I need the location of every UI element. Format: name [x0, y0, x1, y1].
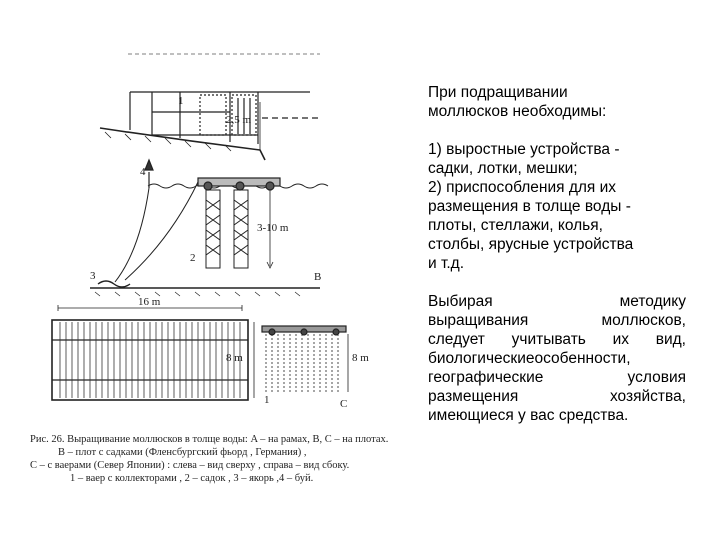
label-c-width: 16 m [138, 296, 161, 308]
label-c-depth-left: 8 m [226, 352, 243, 364]
intro-paragraph: При подращивании моллюсков необходимы: [428, 83, 686, 121]
closing-line: следует учитывать их вид, [428, 331, 686, 348]
list-line: столбы, ярусные устройства [428, 236, 634, 253]
closing-paragraph: Выбирая методику выращивания моллюсков, … [428, 292, 686, 425]
panel-a-frames [99, 91, 320, 161]
panel-c-collector-lines [59, 322, 241, 398]
closing-line: размещения хозяйства, [428, 388, 686, 405]
label-b-buoy-number: 4 [140, 166, 146, 178]
figure-caption: Рис. 26. Выращивание моллюсков в толще в… [30, 433, 400, 485]
label-b-letter: B [314, 271, 322, 283]
list-line: 2) приспособления для их [428, 179, 617, 196]
slide-text: При подращивании моллюсков необходимы: 1… [428, 83, 686, 444]
label-a-depth: 2,5 m [226, 114, 252, 126]
label-c-number: 1 [264, 394, 270, 406]
label-b-anchor-number: 3 [90, 270, 96, 282]
panel-c-top-view [51, 305, 255, 401]
caption-line: Рис. 26. Выращивание моллюсков в толще в… [30, 434, 389, 445]
intro-line: моллюсков необходимы: [428, 103, 607, 120]
mollusc-cultivation-figure: 1 2,5 m 4 2 3 3-10 m B 16 m 8 m 8 m 1 C … [30, 40, 405, 505]
cultivation-diagram [51, 53, 349, 401]
list-line: и т.д. [428, 255, 465, 272]
closing-line: географические условия [428, 369, 686, 386]
label-a-number: 1 [178, 95, 184, 107]
list-line: 1) выростные устройства - [428, 141, 620, 158]
list-line: плоты, стеллажи, колья, [428, 217, 603, 234]
closing-line: Выбирая методику [428, 293, 686, 310]
caption-line: C – с ваерами (Север Японии) : слева – в… [30, 460, 350, 471]
label-c-letter: C [340, 398, 348, 410]
panel-b-raft [90, 158, 329, 297]
caption-line: B – плот с садками (Фленсбургский фьорд … [58, 447, 307, 458]
caption-line: 1 – ваер с коллекторами , 2 – садок , 3 … [70, 473, 314, 484]
closing-line: имеющиеся у вас средства. [428, 407, 629, 424]
closing-line: биологическиеособенности, [428, 350, 631, 367]
closing-line: выращивания моллюсков, [428, 312, 686, 329]
list-line: размещения в толще воды - [428, 198, 631, 215]
list-line: садки, лотки, мешки; [428, 160, 578, 177]
panel-c-side-view [261, 325, 349, 392]
label-b-depth: 3-10 m [257, 222, 289, 234]
intro-line: При подращивании [428, 84, 568, 101]
panel-c-hanging-lines [265, 334, 339, 392]
requirements-list: 1) выростные устройства - садки, лотки, … [428, 140, 686, 273]
label-b-cage-number: 2 [190, 252, 196, 264]
label-c-depth-right: 8 m [352, 352, 369, 364]
